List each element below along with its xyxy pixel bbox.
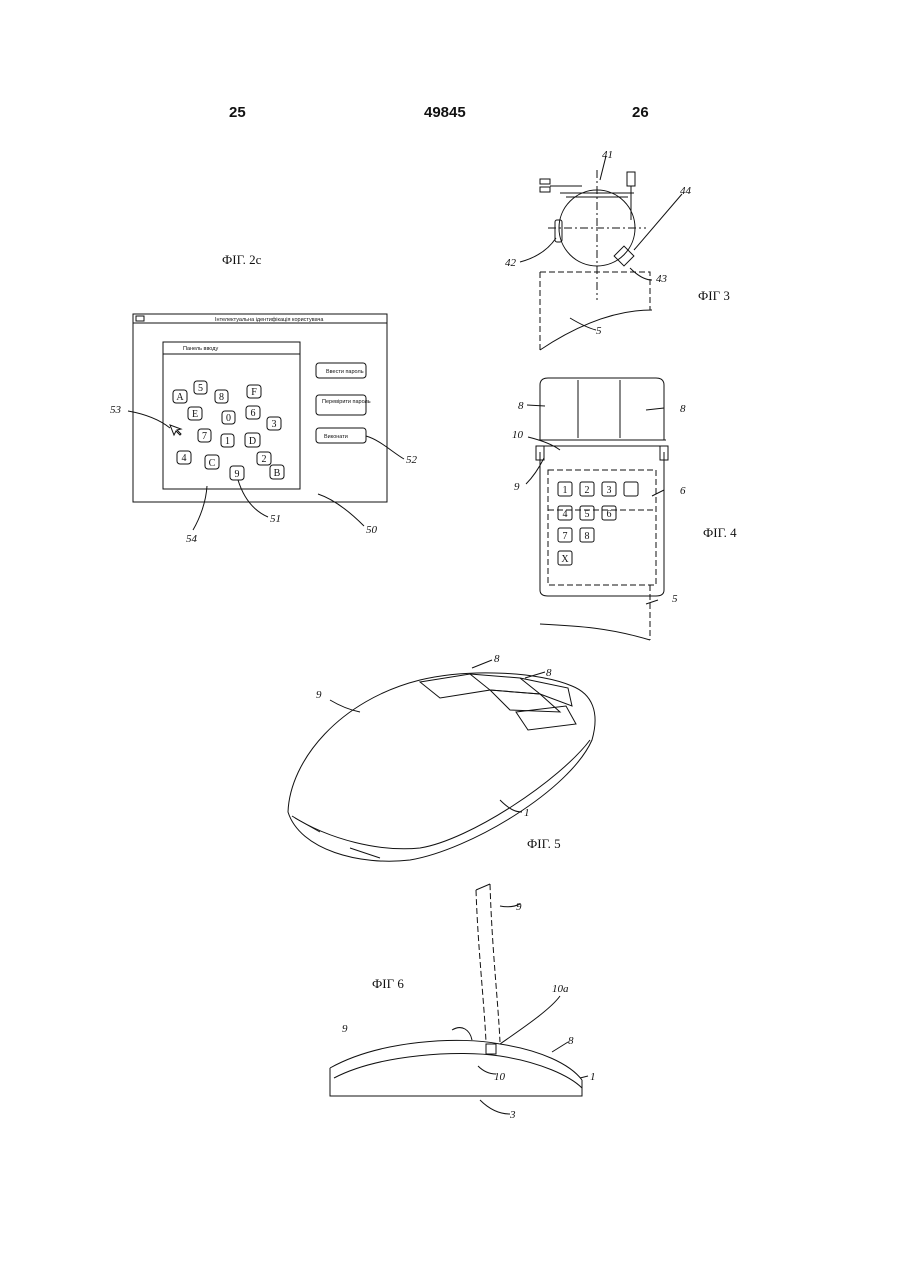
fig4-key: 1 <box>563 485 568 496</box>
fig2c-key: D <box>249 436 256 447</box>
fig2c-key: 7 <box>202 431 207 442</box>
fig2c-ref: 54 <box>186 533 198 545</box>
fig2c-key: 8 <box>219 392 224 403</box>
fig6-ref: 3 <box>509 1109 516 1121</box>
fig2c-key: 1 <box>225 436 230 447</box>
fig4-key: X <box>561 554 569 565</box>
fig4-key: 7 <box>563 531 568 542</box>
fig2c-key: B <box>274 468 281 479</box>
fig3-ref: 44 <box>680 185 692 197</box>
fig2c-key: 9 <box>235 469 240 480</box>
fig2c-key: 2 <box>262 454 267 465</box>
fig6-ref: 1 <box>590 1071 596 1083</box>
fig2c-key: 0 <box>226 413 231 424</box>
fig2c-window: Інтелектуальна ідентифікація користувача… <box>110 314 418 545</box>
fig3-drawing: 41 42 43 44 5 <box>505 149 692 350</box>
fig2c-check-password-button <box>316 395 366 415</box>
fig4-key: 8 <box>585 531 590 542</box>
fig5-ref: 1 <box>524 807 530 819</box>
fig4-drawing: 1 2 3 4 5 6 7 8 X 8 8 10 9 6 5 <box>512 378 686 640</box>
fig2c-key: 3 <box>272 419 277 430</box>
fig6-ref: 9 <box>342 1023 348 1035</box>
fig2c-keypad: 5 8 F A E 0 6 3 7 1 D 4 C 2 9 B <box>173 381 284 480</box>
fig4-ref: 5 <box>672 593 678 605</box>
fig6-drawing: 9 10a 8 9 10 1 3 <box>330 884 596 1121</box>
fig3-ref: 5 <box>596 325 602 337</box>
fig2c-ref: 52 <box>406 454 418 466</box>
fig2c-key: 5 <box>198 383 203 394</box>
fig6-ref: 9 <box>516 901 522 913</box>
fig2c-key: F <box>251 387 257 398</box>
fig5-ref: 8 <box>494 653 500 665</box>
fig4-key: 5 <box>585 509 590 520</box>
fig5-ref: 8 <box>546 667 552 679</box>
fig3-ref: 43 <box>656 273 668 285</box>
fig2c-key: E <box>192 409 198 420</box>
fig2c-key: 4 <box>182 453 187 464</box>
fig4-ref: 8 <box>518 400 524 412</box>
fig6-ref: 10 <box>494 1071 506 1083</box>
fig4-ref: 9 <box>514 481 520 493</box>
fig3-ref: 42 <box>505 257 517 269</box>
fig4-ref: 6 <box>680 485 686 497</box>
fig2c-window-title: Інтелектуальна ідентифікація користувача <box>215 317 324 323</box>
fig5-drawing: 8 8 9 1 <box>288 653 595 861</box>
fig2c-panel-title: Панель вводу <box>183 346 218 352</box>
fig6-ref: 10a <box>552 983 569 995</box>
fig4-ref: 8 <box>680 403 686 415</box>
fig5-ref: 9 <box>316 689 322 701</box>
fig4-key: 3 <box>607 485 612 496</box>
fig4-key: 4 <box>563 509 568 520</box>
fig4-ref: 10 <box>512 429 524 441</box>
fig4-key: 6 <box>607 509 612 520</box>
fig2c-button-label: Виконати <box>324 434 348 440</box>
fig3-ref: 41 <box>602 149 613 161</box>
fig2c-ref: 53 <box>110 404 122 416</box>
fig2c-button-label: Перевірити пароль <box>322 399 371 405</box>
fig2c-key: A <box>176 392 184 403</box>
fig6-ref: 8 <box>568 1035 574 1047</box>
fig2c-button-label: Ввести пароль <box>326 369 364 375</box>
fig2c-key: 6 <box>251 408 256 419</box>
fig2c-ref: 50 <box>366 524 378 536</box>
fig2c-key: C <box>209 458 216 469</box>
fig2c-input-panel <box>163 342 300 489</box>
fig4-key: 2 <box>585 485 590 496</box>
fig2c-ref: 51 <box>270 513 281 525</box>
